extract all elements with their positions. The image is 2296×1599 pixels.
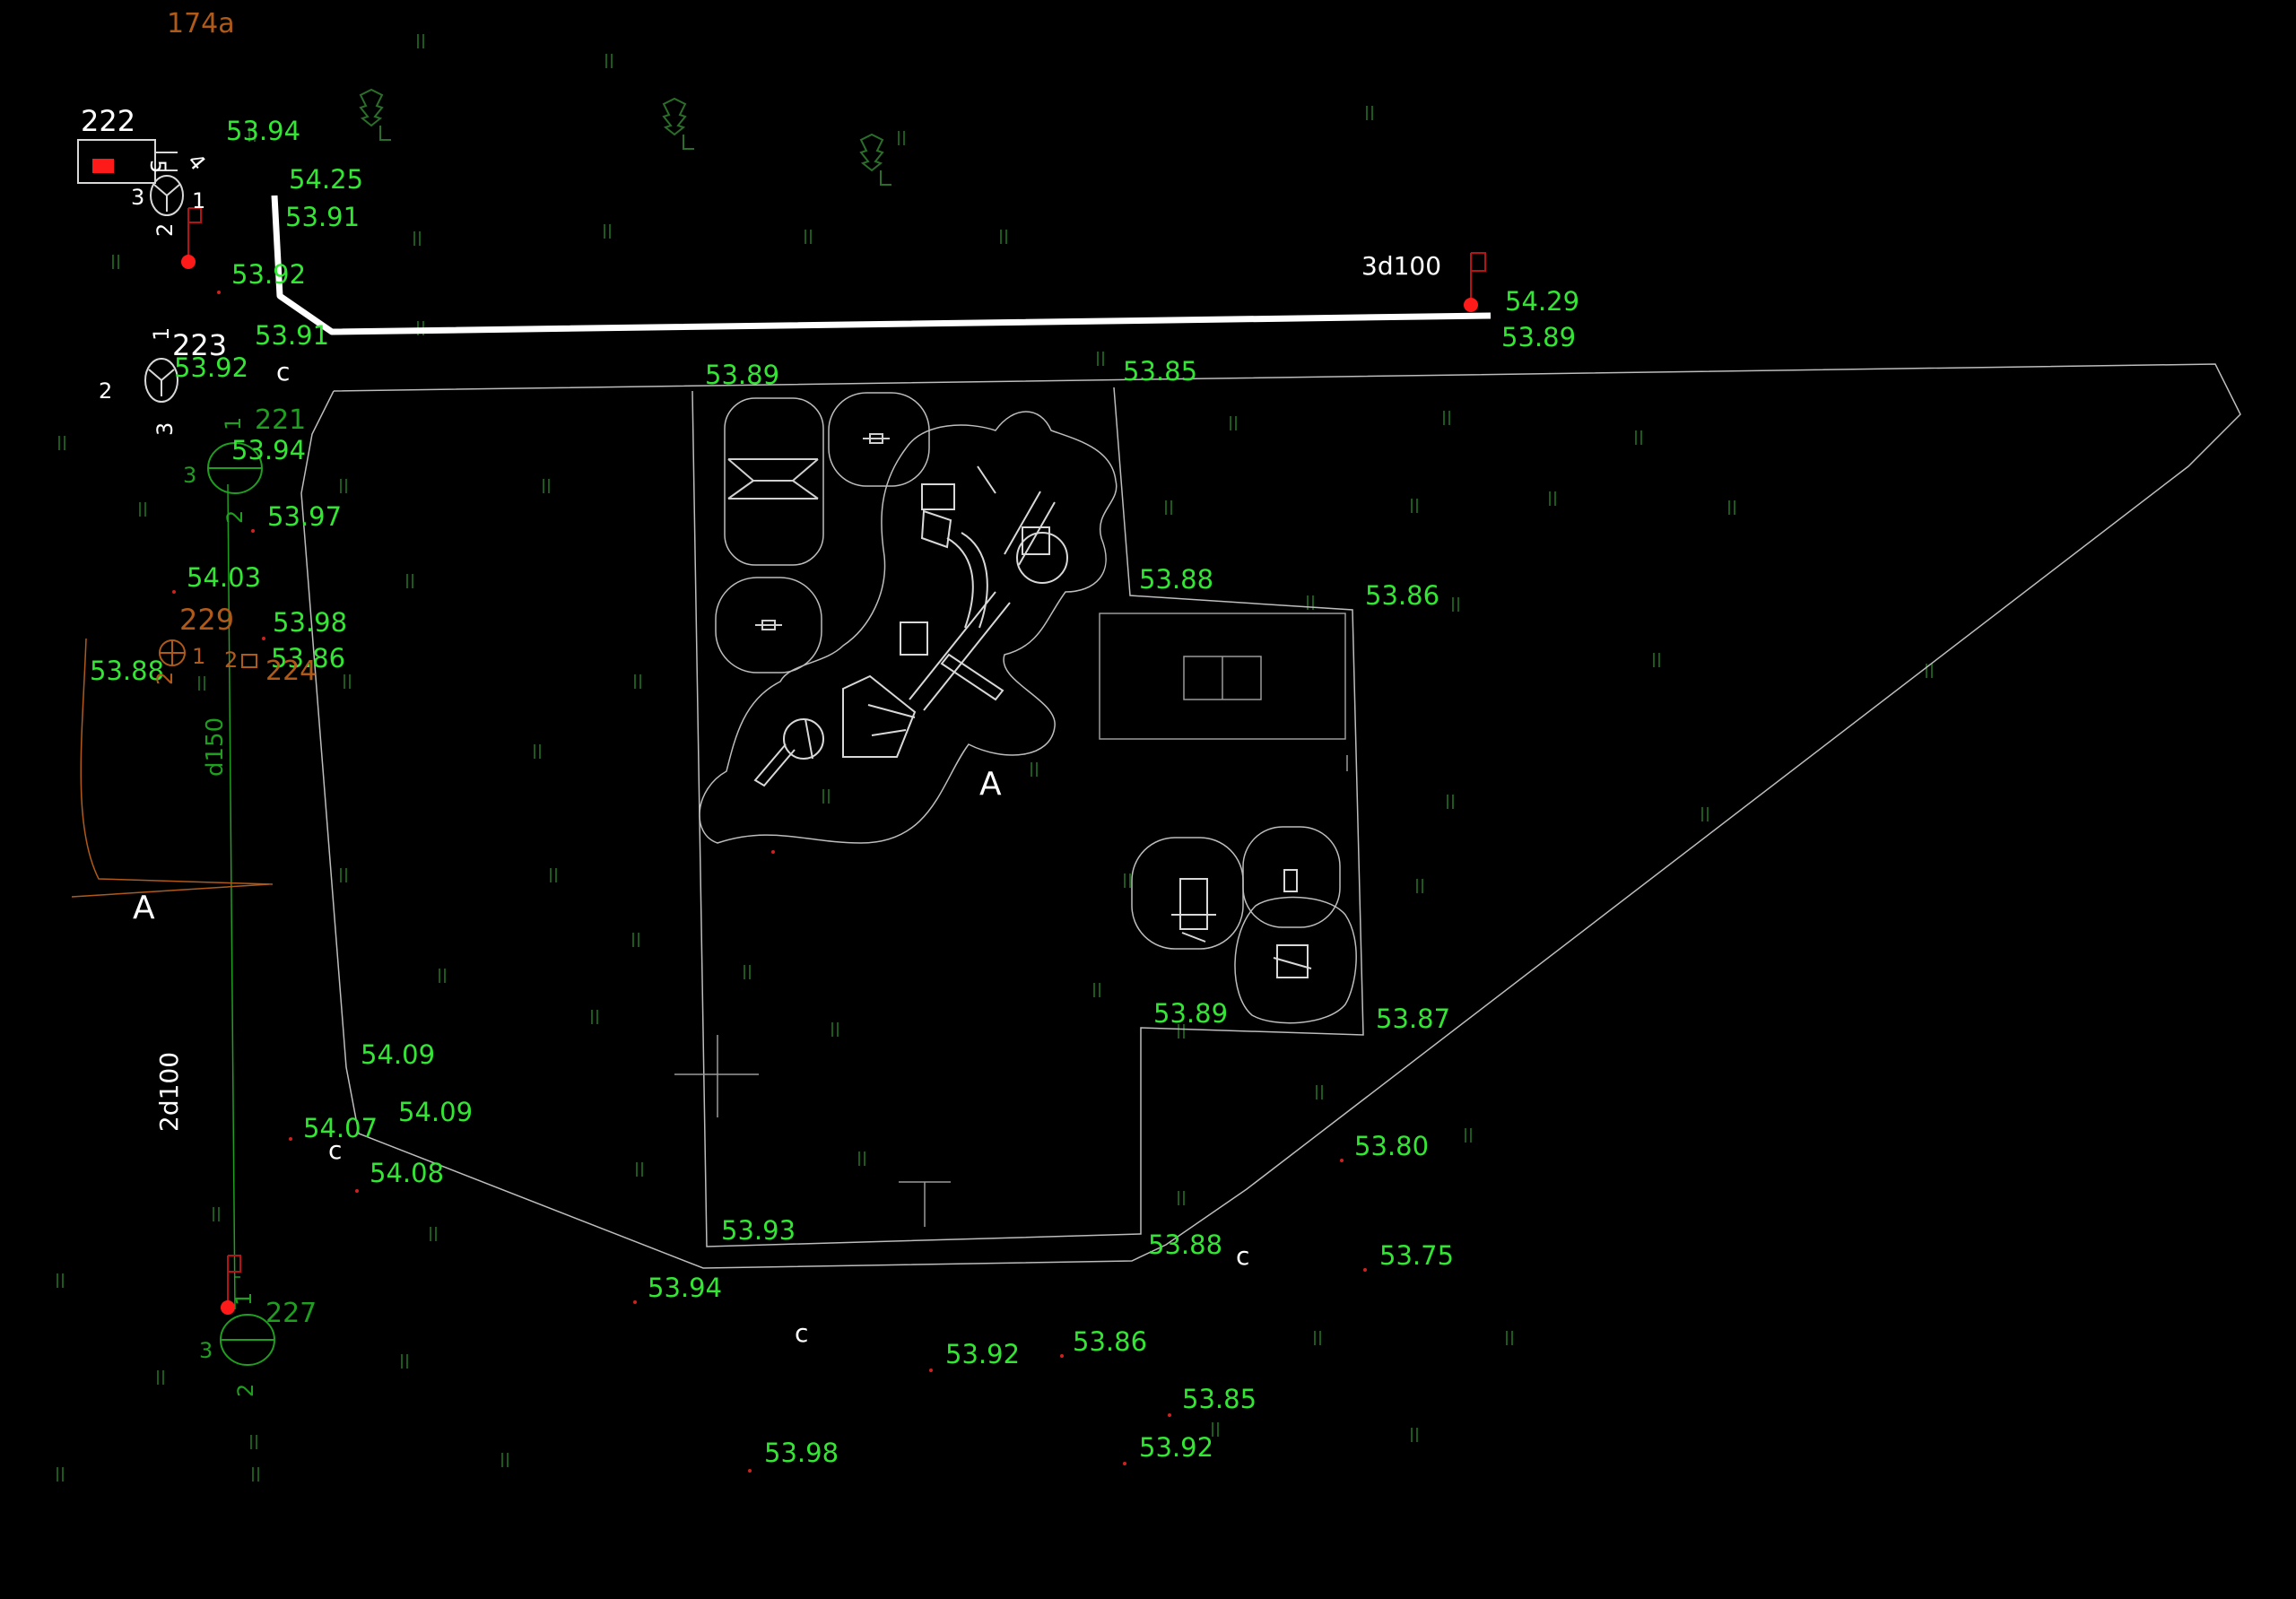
elevation-label: 53.92 bbox=[174, 352, 248, 383]
elevation-label: 53.85 bbox=[1182, 1384, 1257, 1414]
elevation-label: 53.89 bbox=[1153, 998, 1228, 1029]
elevation-label: 53.92 bbox=[1139, 1432, 1213, 1463]
play-area-boundary bbox=[691, 387, 1364, 1247]
section-marker: A bbox=[133, 890, 155, 926]
well-number: 1 bbox=[221, 417, 246, 430]
elevation-label: 54.09 bbox=[361, 1039, 435, 1070]
well-number: 2 bbox=[152, 672, 178, 685]
well-number: 2 bbox=[233, 1384, 258, 1397]
manhole-icon bbox=[159, 639, 257, 668]
well-number: 1 bbox=[231, 1292, 257, 1306]
well-number: 3 bbox=[183, 463, 196, 488]
elevation-label: 53.86 bbox=[1365, 580, 1439, 611]
well-number: 1 bbox=[192, 188, 205, 213]
pipe-label: 3d100 bbox=[1361, 251, 1441, 281]
tree-icon bbox=[359, 88, 391, 141]
hydrant-icon bbox=[181, 207, 202, 269]
well-number: 2 bbox=[99, 378, 112, 404]
tree-icon bbox=[859, 133, 891, 186]
site-boundary bbox=[300, 363, 2241, 1269]
elevation-labels: 53.94 54.25 53.91 53.92 53.91 53.92 53.9… bbox=[90, 116, 1579, 1468]
grass-hatch bbox=[57, 34, 1933, 1482]
manhole-icon bbox=[207, 442, 275, 1366]
pipe-label: d150 bbox=[202, 717, 229, 777]
well-numbers: 5 4 3 1 2 1 2 3 1 3 2 2 1 2 1 3 2 bbox=[99, 149, 258, 1397]
elevation-label: 53.97 bbox=[267, 501, 342, 532]
node-label: 224 bbox=[265, 656, 317, 687]
bench-icon bbox=[674, 1035, 951, 1227]
hydrant-icon bbox=[221, 1255, 241, 1315]
elevation-label: 54.03 bbox=[187, 562, 261, 593]
curb-marker: c bbox=[276, 357, 290, 387]
tree-icon bbox=[662, 97, 694, 150]
elevation-label: 53.88 bbox=[90, 656, 164, 686]
elevation-label: 54.25 bbox=[289, 164, 363, 195]
elevation-label: 53.94 bbox=[226, 116, 300, 146]
node-labels: 174a 222 223 221 229 224 227 3d100 2d100… bbox=[81, 8, 1441, 1348]
elevation-label: 53.91 bbox=[255, 320, 329, 351]
node-label: 221 bbox=[255, 404, 306, 436]
elevation-label: 53.80 bbox=[1354, 1131, 1429, 1161]
brown-pipe bbox=[71, 638, 274, 898]
swing-icon bbox=[727, 458, 819, 500]
curb-marker: c bbox=[795, 1318, 808, 1348]
elevation-label: 53.94 bbox=[648, 1273, 722, 1303]
pipe-label: 2d100 bbox=[154, 1052, 184, 1132]
curb-marker: c bbox=[1236, 1241, 1249, 1271]
well-number: 1 bbox=[149, 327, 174, 341]
exercise-machine-icon bbox=[1171, 869, 1312, 978]
elevation-label: 53.87 bbox=[1376, 1004, 1450, 1034]
elevation-label: 53.92 bbox=[231, 259, 306, 290]
well-number: 3 bbox=[152, 422, 178, 436]
elevation-label: 54.08 bbox=[370, 1158, 444, 1188]
elevation-label: 53.85 bbox=[1123, 356, 1197, 387]
node-label: 229 bbox=[179, 603, 234, 637]
slide-tower-icon bbox=[753, 465, 1068, 787]
node-label: 227 bbox=[265, 1298, 317, 1329]
section-marker: A bbox=[979, 766, 1002, 803]
elevation-label: 54.07 bbox=[303, 1113, 378, 1143]
well-number: 2 bbox=[224, 647, 238, 673]
seesaw-icon bbox=[755, 433, 890, 630]
sports-court bbox=[1099, 613, 1348, 771]
pipe-3d100 bbox=[271, 195, 1492, 335]
elevation-label: 53.86 bbox=[271, 643, 345, 673]
elevation-label: 53.94 bbox=[231, 435, 306, 465]
elevation-label: 53.89 bbox=[705, 360, 779, 390]
well-number: 2 bbox=[222, 510, 248, 524]
well-number: 2 bbox=[152, 223, 178, 237]
elevation-label: 53.75 bbox=[1379, 1240, 1454, 1271]
pipe-d150 bbox=[227, 483, 240, 1310]
well-number: 1 bbox=[192, 644, 205, 669]
elevation-label: 53.93 bbox=[721, 1215, 796, 1246]
well-number: 5 bbox=[145, 160, 170, 173]
elevation-label: 53.98 bbox=[764, 1438, 839, 1468]
well-number: 3 bbox=[131, 185, 144, 210]
elevation-label: 54.09 bbox=[398, 1097, 473, 1127]
well-number: 4 bbox=[182, 149, 210, 176]
elevation-label: 53.88 bbox=[1148, 1230, 1222, 1260]
node-label: 222 bbox=[81, 104, 135, 138]
well-number: 3 bbox=[199, 1338, 213, 1363]
manhole-icon bbox=[77, 139, 184, 216]
elevation-label: 54.29 bbox=[1505, 286, 1579, 317]
node-label: 223 bbox=[172, 328, 227, 362]
elevation-label: 53.98 bbox=[273, 607, 347, 638]
manhole-icon bbox=[144, 358, 178, 403]
playground-safety-zones bbox=[699, 392, 1357, 1024]
lot-label: 174a bbox=[167, 8, 235, 39]
curb-marker: c bbox=[328, 1135, 342, 1165]
elevation-label: 53.91 bbox=[285, 202, 360, 232]
elevation-label: 53.86 bbox=[1073, 1326, 1147, 1357]
elevation-label: 53.89 bbox=[1501, 322, 1576, 352]
elevation-label: 53.92 bbox=[945, 1339, 1020, 1369]
hydrant-icon bbox=[1464, 252, 1486, 312]
elevation-label: 53.88 bbox=[1139, 564, 1213, 595]
survey-points bbox=[172, 291, 1367, 1473]
